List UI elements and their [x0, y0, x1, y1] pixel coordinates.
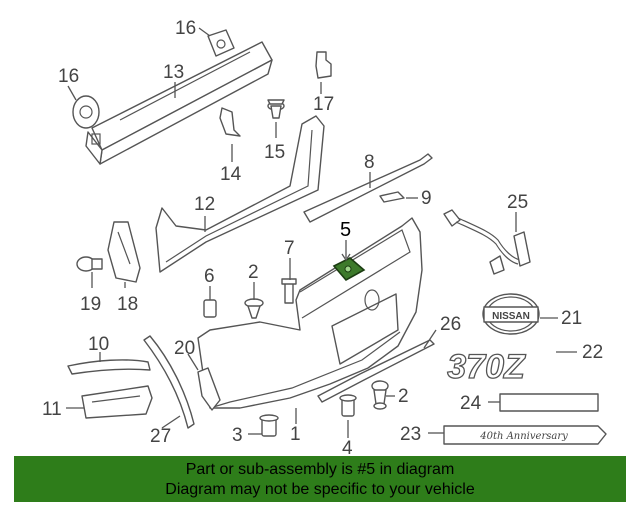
banner-line-disclaimer: Diagram may not be specific to your vehi…: [165, 481, 475, 498]
callout-14: 14: [220, 164, 242, 185]
part-moulding-27: [143, 335, 195, 429]
part-plate-24: [499, 393, 599, 412]
part-bracket-14: [219, 107, 241, 137]
part-bolt-4: [339, 394, 357, 417]
part-clip-17: [315, 51, 332, 79]
callout-26: 26: [440, 314, 461, 335]
part-retainer-5: [332, 257, 366, 282]
parts-diagram: NISSAN 370Z 40th Anniversary: [42, 18, 607, 456]
part-wiring-harness-25: [443, 209, 531, 275]
part-bracket-left: [72, 95, 100, 129]
part-strip-10: [67, 359, 151, 375]
info-banner: Part or sub-assembly is #5 in diagram Di…: [14, 456, 626, 502]
callouts: 16 13 16 17 15 14 12 8 9 25 5 7 6 2 19 1…: [42, 18, 603, 456]
callout-16-upper: 16: [175, 18, 196, 39]
part-bracket-20: [197, 367, 221, 411]
part-bracket-11: [81, 385, 153, 419]
callout-11: 11: [42, 399, 62, 420]
callout-19: 19: [80, 294, 101, 315]
part-bolt-7: [281, 278, 297, 304]
callout-27: 27: [150, 426, 171, 447]
anniversary-badge-text: 40th Anniversary: [479, 431, 568, 442]
callout-1: 1: [290, 424, 301, 445]
model-badge-text: 370Z: [447, 348, 526, 386]
callout-8: 8: [364, 152, 375, 173]
callout-18: 18: [117, 294, 138, 315]
callout-24: 24: [460, 393, 482, 414]
part-screw-19: [76, 256, 103, 272]
callout-12: 12: [194, 194, 215, 215]
callout-10: 10: [88, 334, 109, 355]
part-nissan-emblem-21: NISSAN: [482, 293, 540, 335]
callout-13: 13: [163, 62, 184, 83]
callout-25: 25: [507, 192, 528, 213]
callout-21: 21: [561, 308, 582, 329]
callout-6: 6: [204, 266, 215, 287]
callout-23: 23: [400, 424, 421, 445]
part-clip-2a: [244, 298, 264, 319]
part-reflector-housing-18: [107, 221, 141, 283]
part-reinforcement-bar: [85, 41, 273, 165]
part-side-bracket-12: [155, 115, 325, 273]
part-bracket-upper: [207, 29, 235, 57]
part-clip-2b: [371, 380, 389, 410]
part-bumper-fascia-1: [197, 217, 423, 409]
callout-20: 20: [174, 338, 195, 359]
leader-lines: [66, 27, 577, 438]
callout-15: 15: [264, 142, 285, 163]
callout-16-left: 16: [58, 66, 79, 87]
callout-17: 17: [313, 94, 334, 115]
callout-22: 22: [582, 342, 603, 363]
part-bolt-3: [259, 414, 279, 437]
callout-2-lower: 2: [398, 386, 409, 407]
callout-5: 5: [340, 219, 351, 241]
nissan-badge-text: NISSAN: [492, 311, 530, 322]
part-anniversary-badge-23: 40th Anniversary: [443, 425, 607, 445]
callout-2-upper: 2: [248, 262, 259, 283]
callout-9: 9: [421, 188, 432, 209]
part-model-badge-22: 370Z: [447, 347, 527, 386]
callout-3: 3: [232, 425, 243, 446]
part-moulding-8: [303, 153, 433, 223]
part-clip-9: [379, 191, 405, 203]
banner-line-part: Part or sub-assembly is #5 in diagram: [185, 461, 455, 478]
callout-4: 4: [342, 438, 353, 456]
part-pad-6: [203, 299, 217, 318]
part-push-rivet-15: [267, 99, 285, 119]
part-lower-moulding-26: [317, 339, 435, 403]
callout-7: 7: [284, 238, 295, 259]
